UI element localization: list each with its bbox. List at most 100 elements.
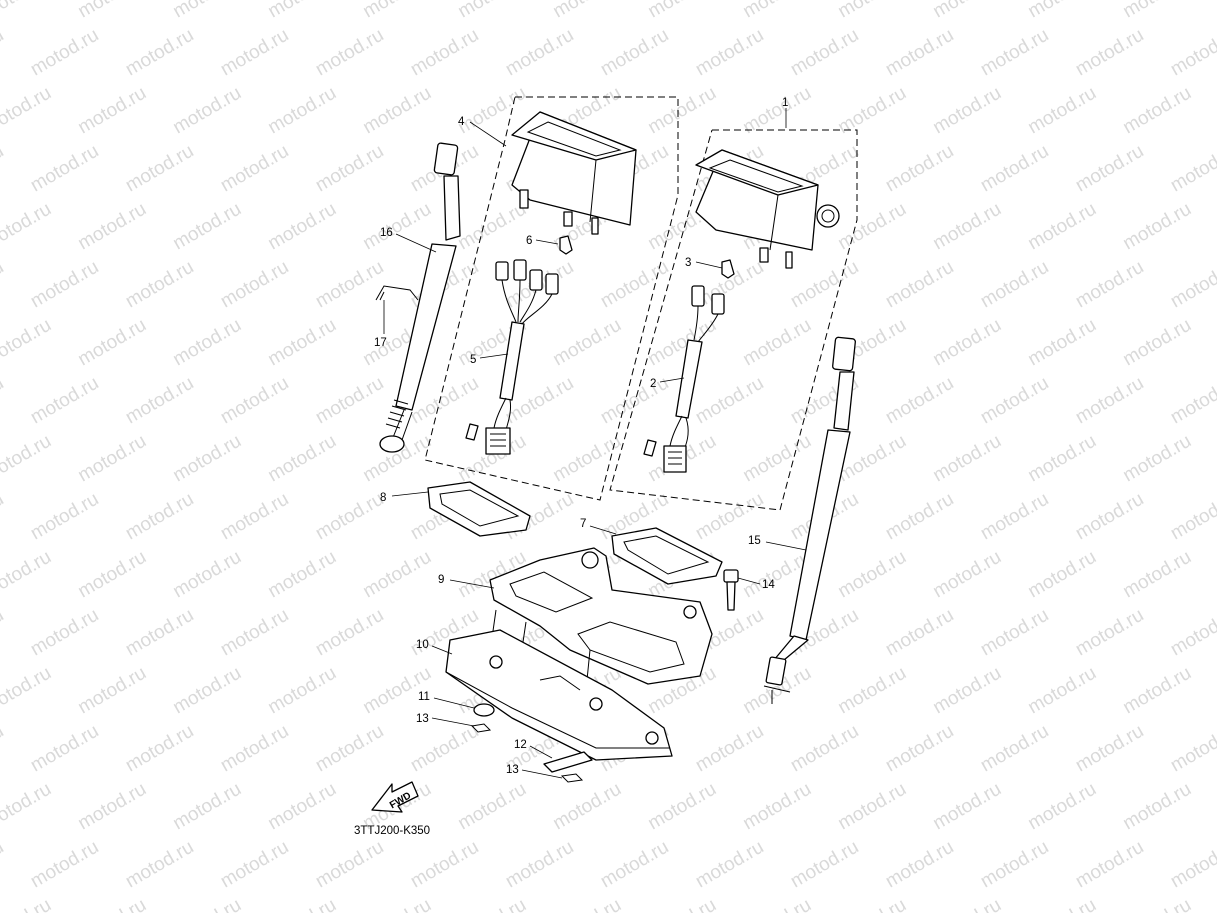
wire-harness-left: [465, 259, 559, 455]
watermark-text: motod.ru: [1025, 431, 1100, 487]
leader-5: [479, 353, 509, 359]
watermark-text: motod.ru: [692, 837, 767, 893]
watermark-text: motod.ru: [645, 895, 720, 913]
leader-16: [395, 233, 437, 253]
watermark-text: motod.ru: [1072, 721, 1147, 777]
watermark-text: motod.ru: [1167, 373, 1217, 429]
watermark-text: motod.ru: [1072, 489, 1147, 545]
watermark-text: motod.ru: [360, 83, 435, 139]
callout-13b: 13: [506, 764, 519, 776]
watermark-text: motod.ru: [170, 199, 245, 255]
watermark-text: motod.ru: [75, 199, 150, 255]
leader-9: [449, 579, 495, 589]
watermark-text: motod.ru: [930, 315, 1005, 371]
watermark-text: motod.ru: [835, 199, 910, 255]
watermark-text: motod.ru: [882, 257, 957, 313]
watermark-text: motod.ru: [645, 779, 720, 835]
watermark-text: motod.ru: [0, 895, 55, 913]
callout-2: 2: [650, 378, 656, 390]
watermark-text: motod.ru: [170, 779, 245, 835]
watermark-text: motod.ru: [1120, 431, 1195, 487]
callout-6: 6: [526, 235, 532, 247]
callout-9: 9: [438, 574, 444, 586]
watermark-text: motod.ru: [1120, 547, 1195, 603]
callout-5: 5: [470, 354, 476, 366]
watermark-text: motod.ru: [1167, 605, 1217, 661]
watermark-text: motod.ru: [0, 547, 55, 603]
watermark-text: motod.ru: [312, 489, 387, 545]
watermark-text: motod.ru: [977, 373, 1052, 429]
watermark-text: motod.ru: [1072, 605, 1147, 661]
watermark-text: motod.ru: [692, 721, 767, 777]
watermark-text: motod.ru: [0, 431, 55, 487]
watermark-text: motod.ru: [27, 25, 102, 81]
watermark-text: motod.ru: [882, 721, 957, 777]
watermark-text: motod.ru: [122, 373, 197, 429]
diagram-code: 3TTJ200-K350: [354, 825, 430, 837]
watermark-text: motod.ru: [597, 25, 672, 81]
watermark-text: motod.ru: [1025, 779, 1100, 835]
watermark-text: motod.ru: [27, 257, 102, 313]
leader-7: [589, 525, 617, 535]
group-outline-right: [609, 129, 858, 511]
watermark-text: motod.ru: [977, 257, 1052, 313]
watermark-text: motod.ru: [1120, 315, 1195, 371]
watermark-text: motod.ru: [1167, 25, 1217, 81]
watermark-text: motod.ru: [597, 373, 672, 429]
watermark-text: motod.ru: [502, 25, 577, 81]
watermark-text: motod.ru: [407, 837, 482, 893]
watermark-text: motod.ru: [977, 141, 1052, 197]
watermark-text: motod.ru: [265, 895, 340, 913]
watermark-text: motod.ru: [27, 489, 102, 545]
watermark-text: motod.ru: [930, 431, 1005, 487]
watermark-text: motod.ru: [75, 663, 150, 719]
watermark-text: motod.ru: [930, 0, 1005, 22]
watermark-text: motod.ru: [1025, 199, 1100, 255]
callout-8: 8: [380, 492, 386, 504]
watermark-text: motod.ru: [930, 895, 1005, 913]
watermark-text: motod.ru: [1120, 0, 1195, 22]
small-hardware: [470, 703, 593, 783]
watermark-text: motod.ru: [882, 489, 957, 545]
bolt: [723, 569, 739, 611]
watermark-text: motod.ru: [692, 25, 767, 81]
watermark-text: motod.ru: [170, 0, 245, 22]
watermark-text: motod.ru: [455, 895, 530, 913]
watermark-text: motod.ru: [265, 779, 340, 835]
callout-14: 14: [762, 579, 775, 591]
watermark-text: motod.ru: [122, 257, 197, 313]
watermark-text: motod.ru: [1120, 663, 1195, 719]
watermark-text: motod.ru: [0, 779, 55, 835]
callout-13a: 13: [416, 713, 429, 725]
watermark-text: motod.ru: [1167, 257, 1217, 313]
watermark-text: motod.ru: [265, 431, 340, 487]
watermark-text: motod.ru: [0, 25, 7, 81]
callout-11: 11: [418, 691, 430, 703]
watermark-text: motod.ru: [502, 837, 577, 893]
watermark-text: motod.ru: [835, 663, 910, 719]
watermark-text: motod.ru: [597, 257, 672, 313]
leader-4: [469, 121, 507, 147]
callout-16: 16: [380, 227, 393, 239]
watermark-text: motod.ru: [977, 721, 1052, 777]
watermark-text: motod.ru: [122, 25, 197, 81]
watermark-text: motod.ru: [27, 605, 102, 661]
watermark-text: motod.ru: [217, 141, 292, 197]
callout-3: 3: [685, 257, 691, 269]
watermark-text: motod.ru: [360, 547, 435, 603]
watermark-text: motod.ru: [977, 489, 1052, 545]
watermark-text: motod.ru: [0, 837, 7, 893]
watermark-text: motod.ru: [312, 373, 387, 429]
watermark-text: motod.ru: [122, 721, 197, 777]
group-outline-left: [424, 96, 679, 501]
watermark-text: motod.ru: [170, 663, 245, 719]
watermark-text: motod.ru: [122, 605, 197, 661]
watermark-text: motod.ru: [217, 25, 292, 81]
leader-11: [433, 697, 475, 709]
watermark-text: motod.ru: [170, 547, 245, 603]
watermark-text: motod.ru: [312, 25, 387, 81]
watermark-text: motod.ru: [1025, 83, 1100, 139]
cable-left-spring: [385, 399, 409, 429]
watermark-text: motod.ru: [1072, 25, 1147, 81]
